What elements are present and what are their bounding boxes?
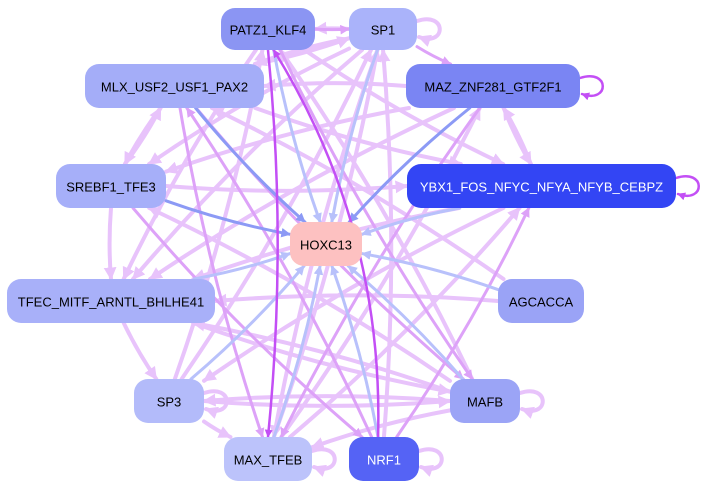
node-box[interactable] <box>85 64 264 108</box>
self-loop-maz-znf281-gtf2f1 <box>578 75 604 101</box>
edge-tfec-mitf-arntl-bhlhe41-to-sp3 <box>121 321 159 381</box>
node-patz1-klf4[interactable]: PATZ1_KLF4 <box>221 8 315 50</box>
edge-ybx1-fos-nfyc-nfya-nfyb-cebpz-to-sp3 <box>202 206 506 383</box>
edge-srebf1-tfe3-to-mlx-usf2-usf1-pax2 <box>122 106 163 166</box>
edge-nrf1-to-mlx-usf2-usf1-pax2 <box>185 106 374 439</box>
node-label: HOXC13 <box>300 238 352 253</box>
node-maz-znf281-gtf2f1[interactable]: MAZ_ZNF281_GTF2F1 <box>406 64 580 108</box>
node-sp3[interactable]: SP3 <box>134 379 204 423</box>
edge-patz1-klf4-to-max-tfeb <box>264 48 279 439</box>
edge-sp1-to-maz-znf281-gtf2f1 <box>415 45 453 66</box>
node-mlx-usf2-usf1-pax2[interactable]: MLX_USF2_USF1_PAX2 <box>85 64 264 108</box>
node-box[interactable] <box>349 437 419 481</box>
node-label: SP1 <box>371 23 396 38</box>
node-label: MAZ_ZNF281_GTF2F1 <box>424 80 561 95</box>
node-box[interactable] <box>224 437 312 481</box>
node-box[interactable] <box>290 222 362 266</box>
nodes-layer: PATZ1_KLF4 SP1 MLX_USF2_USF1_PAX2 MAZ_ZN… <box>7 8 676 481</box>
edge-mlx-usf2-usf1-pax2-to-ybx1-fos-nfyc-nfya-nfyb-cebpz <box>253 106 463 169</box>
edge-nrf1-to-hoxc13 <box>330 264 380 439</box>
node-box[interactable] <box>450 379 520 423</box>
node-ybx1-fos-nfyc-nfya-nfyb-cebpz[interactable]: YBX1_FOS_NFYC_NFYA_NFYB_CEBPZ <box>407 164 676 208</box>
edge-max-tfeb-to-hoxc13 <box>272 264 324 439</box>
node-hoxc13[interactable]: HOXC13 <box>290 222 362 266</box>
edge-mlx-usf2-usf1-pax2-to-sp1 <box>252 36 351 66</box>
node-label: TFEC_MITF_ARNTL_BHLHE41 <box>18 295 204 310</box>
edge-sp1-to-hoxc13 <box>328 48 379 224</box>
edge-maz-znf281-gtf2f1-to-max-tfeb <box>279 106 482 439</box>
edge-max-tfeb-to-maz-znf281-gtf2f1 <box>279 106 482 439</box>
edge-sp3-to-max-tfeb <box>202 419 233 439</box>
node-label: MAFB <box>467 395 503 410</box>
self-loop-nrf1 <box>417 447 444 477</box>
edge-mlx-usf2-usf1-pax2-to-hoxc13 <box>194 106 307 224</box>
edge-ybx1-fos-nfyc-nfya-nfyb-cebpz-to-maz-znf281-gtf2f1 <box>501 106 533 166</box>
edge-ybx1-fos-nfyc-nfya-nfyb-cebpz-to-hoxc13 <box>360 206 462 236</box>
edge-mafb-to-srebf1-tfe3 <box>147 206 452 383</box>
self-loop-max-tfeb <box>310 447 337 477</box>
edge-nrf1-to-ybx1-fos-nfyc-nfya-nfyb-cebpz <box>395 206 531 439</box>
node-label: SP3 <box>157 395 182 410</box>
edge-patz1-klf4-to-hoxc13 <box>272 48 322 224</box>
self-loop-sp1 <box>415 17 442 47</box>
edge-mafb-to-hoxc13 <box>346 264 465 381</box>
node-label: MLX_USF2_USF1_PAX2 <box>101 80 248 95</box>
edge-maz-znf281-gtf2f1-to-srebf1-tfe3 <box>164 106 411 174</box>
node-mafb[interactable]: MAFB <box>450 379 520 423</box>
edge-agcacca-to-mlx-usf2-usf1-pax2 <box>210 106 506 281</box>
edge-agcacca-to-hoxc13 <box>360 250 500 292</box>
node-label: YBX1_FOS_NFYC_NFYA_NFYB_CEBPZ <box>420 180 663 195</box>
edge-mafb-to-patz1-klf4 <box>278 48 475 381</box>
node-sp1[interactable]: SP1 <box>349 8 417 50</box>
edge-max-tfeb-to-ybx1-fos-nfyc-nfya-nfyb-cebpz <box>288 206 522 439</box>
self-loop-ybx1-fos-nfyc-nfya-nfyb-cebpz <box>674 175 700 201</box>
node-agcacca[interactable]: AGCACCA <box>498 279 584 323</box>
node-nrf1[interactable]: NRF1 <box>349 437 419 481</box>
edge-srebf1-tfe3-to-nrf1 <box>131 206 364 439</box>
self-loop-mafb <box>518 389 545 419</box>
node-srebf1-tfe3[interactable]: SREBF1_TFE3 <box>56 164 166 208</box>
node-box[interactable] <box>407 164 676 208</box>
edge-maz-znf281-gtf2f1-to-hoxc13 <box>347 106 472 224</box>
node-label: AGCACCA <box>509 295 574 310</box>
edge-mafb-to-tfec-mitf-arntl-bhlhe41 <box>191 318 452 394</box>
node-box[interactable] <box>134 379 204 423</box>
node-tfec-mitf-arntl-bhlhe41[interactable]: TFEC_MITF_ARNTL_BHLHE41 <box>7 279 215 323</box>
node-box[interactable] <box>221 8 315 50</box>
node-label: SREBF1_TFE3 <box>66 180 156 195</box>
node-box[interactable] <box>498 279 584 323</box>
edge-srebf1-tfe3-to-hoxc13 <box>164 199 292 238</box>
edge-patz1-klf4-to-sp1 <box>313 24 351 35</box>
self-loop-sp3 <box>202 389 229 419</box>
node-box[interactable] <box>349 8 417 50</box>
edge-mafb-to-max-tfeb <box>310 408 452 450</box>
edge-sp3-to-hoxc13 <box>189 264 306 381</box>
node-label: PATZ1_KLF4 <box>230 23 307 38</box>
edges-layer <box>103 17 700 477</box>
edge-patz1-klf4-to-mafb <box>278 48 474 381</box>
node-box[interactable] <box>56 164 166 208</box>
edge-mafb-to-sp3 <box>202 393 452 407</box>
edge-sp3-to-sp1 <box>179 48 373 381</box>
node-label: MAX_TFEB <box>234 453 303 468</box>
node-max-tfeb[interactable]: MAX_TFEB <box>224 437 312 481</box>
edge-tfec-mitf-arntl-bhlhe41-to-hoxc13 <box>192 251 292 281</box>
node-box[interactable] <box>7 279 215 323</box>
edge-srebf1-tfe3-to-tfec-mitf-arntl-bhlhe41 <box>103 206 117 281</box>
node-label: NRF1 <box>367 453 401 468</box>
node-box[interactable] <box>406 64 580 108</box>
